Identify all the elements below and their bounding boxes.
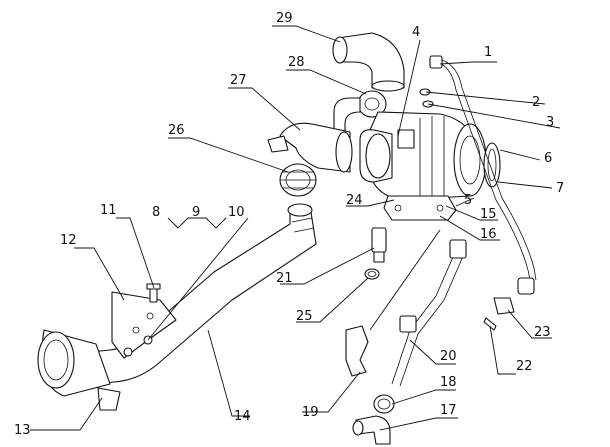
callout-14: 14 [234,409,251,424]
callout-15: 15 [480,207,497,222]
part-18-clamp [373,394,395,414]
callout-26: 26 [168,123,185,138]
callout-8: 8 [152,205,160,220]
part-25-o-ring [364,268,380,280]
callout-21: 21 [276,271,293,286]
callout-24: 24 [346,193,363,208]
callout-13: 13 [14,423,31,438]
callout-labels: 1 2 3 4 5 6 7 8 9 10 11 12 13 14 15 16 1… [14,11,564,438]
callout-4: 4 [412,25,420,40]
callout-23: 23 [534,325,551,340]
callout-22: 22 [516,359,533,374]
callout-3: 3 [546,115,554,130]
callout-29: 29 [276,11,293,26]
callout-20: 20 [440,349,457,364]
callout-18: 18 [440,375,457,390]
part-23-fitting [493,297,515,315]
callout-27: 27 [230,73,247,88]
callout-12: 12 [60,233,77,248]
part-28-compressor-inlet [333,90,387,135]
callout-17: 17 [440,403,457,418]
part-13-elbow-end [37,329,121,411]
part-24-flange [383,195,457,221]
part-26-hose-clamp [279,163,317,197]
part-6-gasket [483,142,501,188]
callout-16: 16 [480,227,497,242]
part-21-fitting [371,227,387,263]
callout-19: 19 [302,405,319,420]
turbocharger-body [359,111,487,201]
leader-lines [30,25,561,431]
callout-25: 25 [296,309,313,324]
callout-1: 1 [484,45,492,60]
callout-2: 2 [532,95,540,110]
part-29-elbow-hose [332,32,405,92]
part-20-return-pipe [391,239,467,387]
callout-7: 7 [556,181,564,196]
part-27-intake-pipe [267,122,353,173]
part-1-oil-pipe [429,55,537,295]
part-17-hose [352,415,391,445]
callout-10: 10 [228,205,245,220]
callout-11: 11 [100,203,117,218]
callout-6: 6 [544,151,552,166]
callout-5: 5 [464,193,472,208]
callout-9: 9 [192,205,200,220]
part-19-clip [345,325,369,377]
callout-28: 28 [288,55,305,70]
part-22-pin [483,317,497,331]
